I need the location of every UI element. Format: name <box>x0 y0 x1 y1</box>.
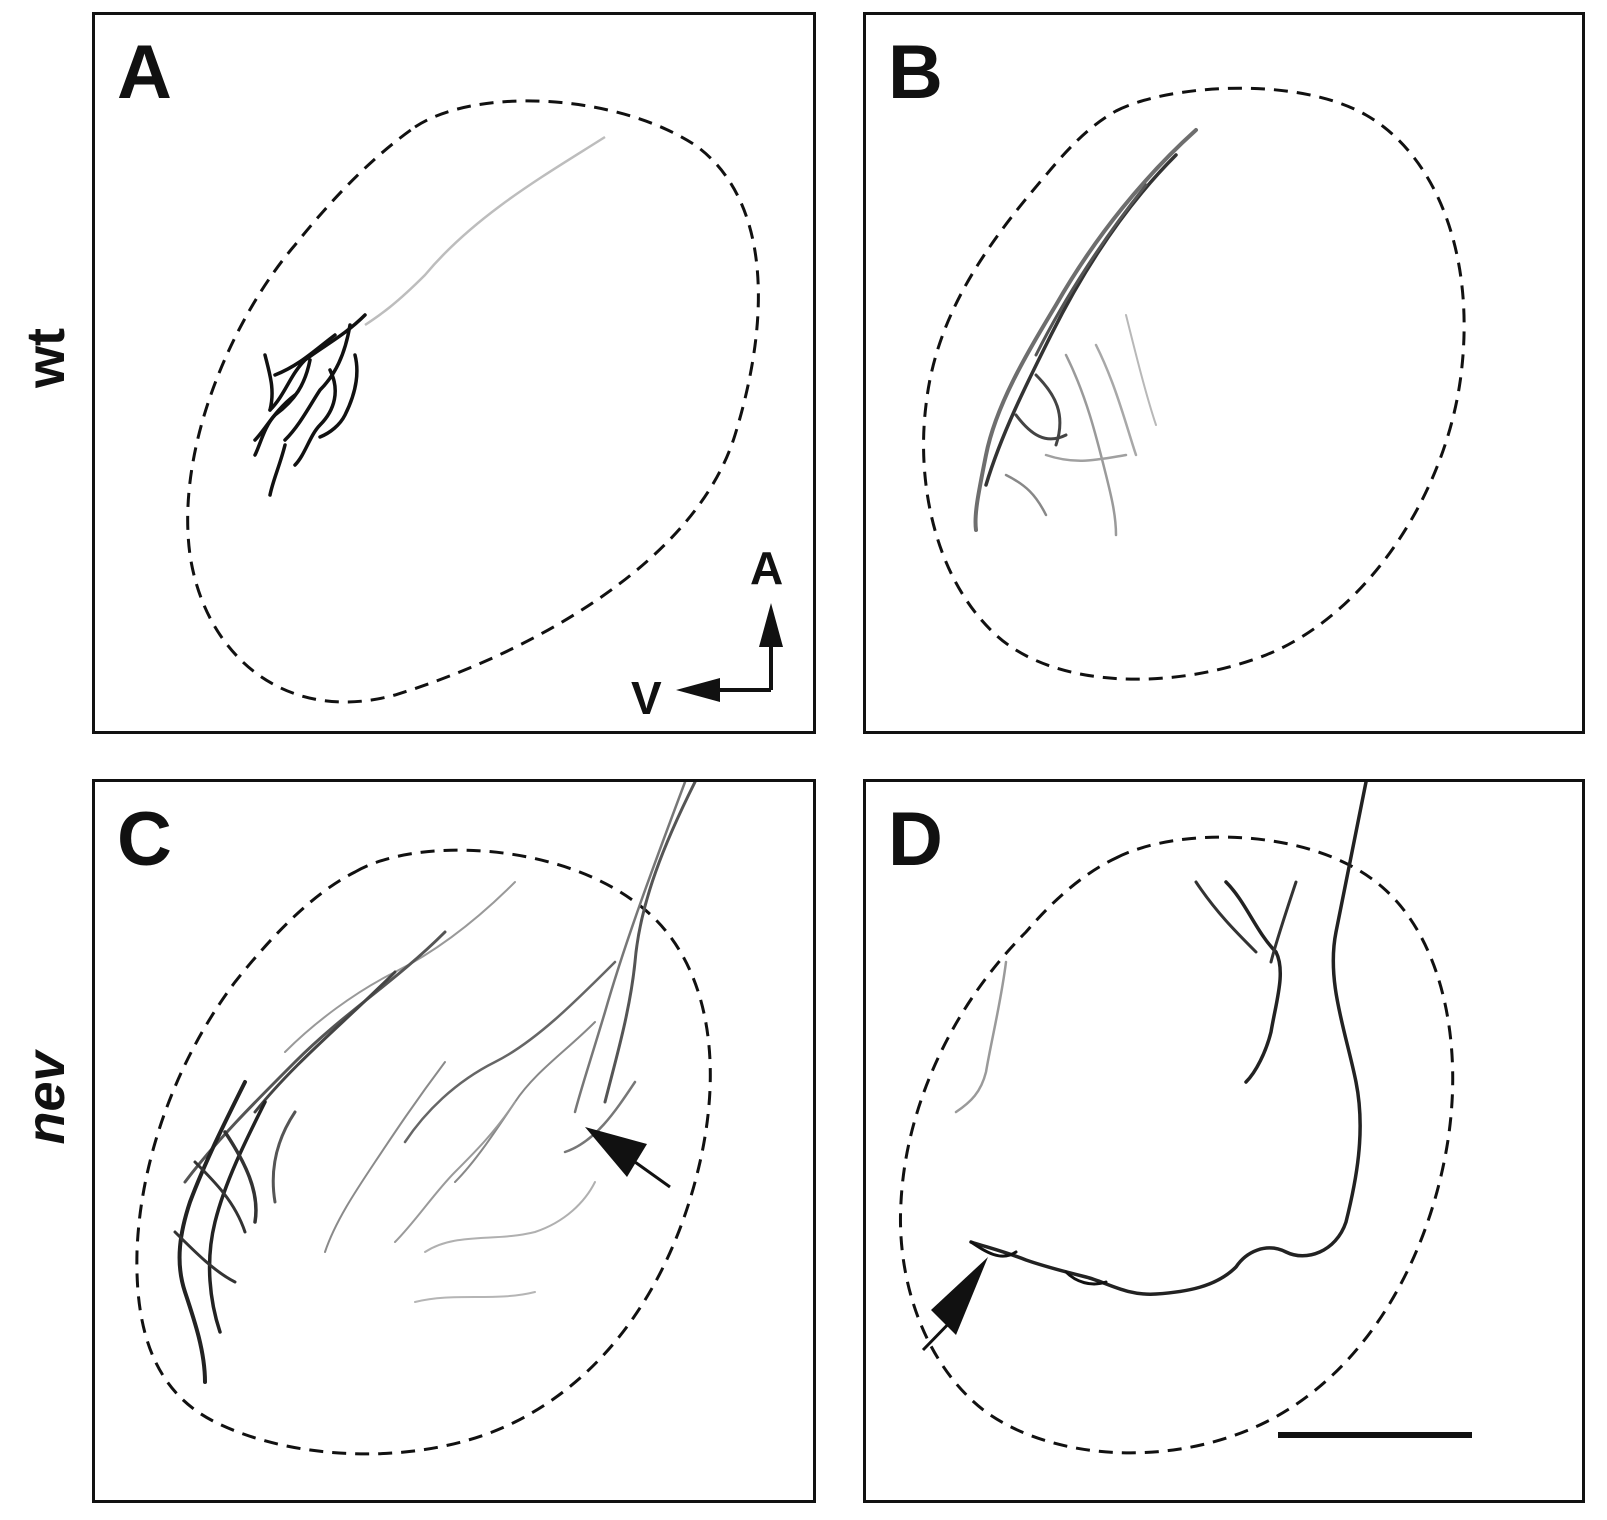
arrowhead-icon <box>585 1127 647 1177</box>
axon-arbor <box>173 782 697 1384</box>
panel-d-letter: D <box>888 797 943 882</box>
tectum-outline <box>922 86 1466 681</box>
panel-c-image <box>135 782 712 1456</box>
axon-arbor <box>954 782 1368 1296</box>
arrow-shaft <box>634 1160 671 1189</box>
panel-c: C <box>92 779 816 1503</box>
panel-d: D <box>863 779 1585 1503</box>
axon-shaft <box>364 135 606 327</box>
panel-a: A A V <box>92 12 816 734</box>
row-label-nev: nev <box>16 1051 76 1145</box>
orientation-arrows <box>676 603 783 702</box>
panel-b-image <box>922 86 1466 681</box>
panel-a-letter: A <box>117 30 172 115</box>
axis-label-anterior: A <box>750 542 784 594</box>
panel-b: B <box>863 12 1585 734</box>
panel-a-image <box>186 99 760 704</box>
panel-d-image <box>898 782 1455 1455</box>
row-label-wt: wt <box>16 328 76 388</box>
scale-bar <box>1278 1432 1472 1438</box>
panel-c-letter: C <box>117 797 172 882</box>
axis-label-ventral: V <box>631 672 662 724</box>
axon-arbor <box>973 128 1198 537</box>
tectum-outline <box>898 835 1455 1455</box>
tectum-outline <box>186 99 760 704</box>
panel-b-letter: B <box>888 30 943 115</box>
axon-arbor <box>253 313 367 497</box>
tectum-outline <box>135 848 712 1456</box>
arrowhead-icon <box>931 1257 988 1335</box>
